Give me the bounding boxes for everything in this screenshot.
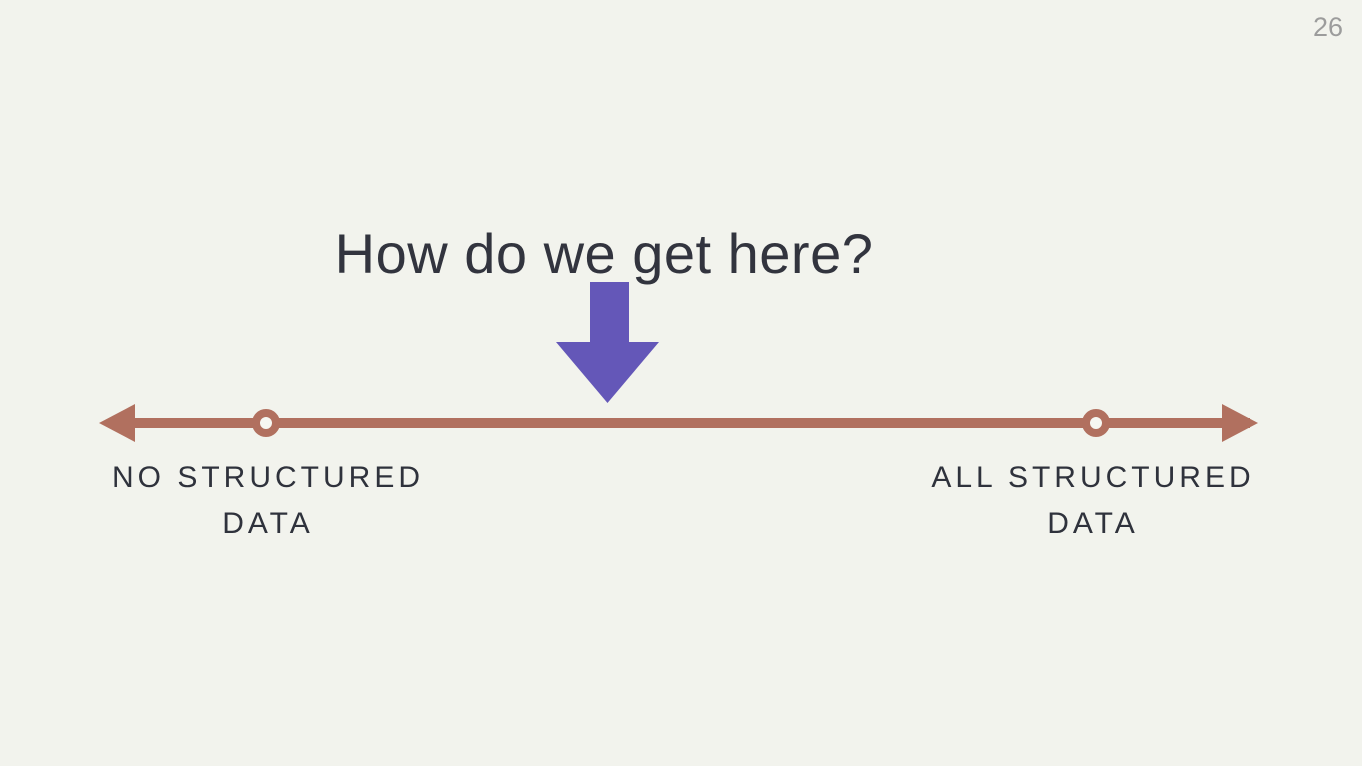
spectrum-marker-right xyxy=(1082,409,1110,437)
label-line: ALL STRUCTURED xyxy=(931,461,1255,494)
left-arrowhead-icon xyxy=(99,404,135,442)
label-line: NO STRUCTURED xyxy=(112,461,424,494)
spectrum-marker-left xyxy=(252,409,280,437)
slide-title: How do we get here? xyxy=(334,221,874,285)
label-no-structured-data: NO STRUCTURED DATA xyxy=(112,455,424,547)
spectrum-line xyxy=(110,418,1250,428)
right-arrowhead-icon xyxy=(1222,404,1258,442)
label-line: DATA xyxy=(222,507,314,540)
label-all-structured-data: ALL STRUCTURED DATA xyxy=(931,455,1254,547)
label-line: DATA xyxy=(1047,507,1139,540)
page-number: 26 xyxy=(1312,12,1343,42)
down-arrow-icon xyxy=(556,282,659,403)
